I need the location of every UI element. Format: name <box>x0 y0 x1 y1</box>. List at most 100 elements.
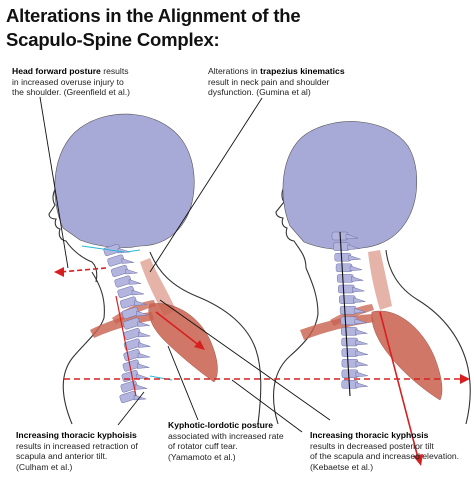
spinous-process <box>135 373 149 380</box>
left-cyan-line-1 <box>81 245 125 253</box>
spinous-process <box>117 247 131 254</box>
vertebra <box>339 305 357 315</box>
caption-trapezius: Alterations in trapezius kinematics resu… <box>208 66 408 98</box>
right-shoulder-arrow <box>379 311 423 466</box>
caption-kyphosis-right-line2: results in decreased posterior tilt <box>310 440 434 451</box>
spinous-process <box>355 339 368 346</box>
caption-kyphosis-right-line4: (Kebaetse et al.) <box>310 461 374 472</box>
vertebra <box>111 264 129 278</box>
spinous-process <box>353 297 366 303</box>
spinous-process <box>354 318 367 325</box>
title-line-1: Alterations in the Alignment of the <box>6 5 301 26</box>
left-trapezius <box>140 258 176 316</box>
vertebra <box>340 316 358 326</box>
figure-title: Alterations in the Alignment of the Scap… <box>6 4 446 52</box>
caption-trapezius-line3: dysfunction. (Gumina et al) <box>208 87 311 98</box>
spinous-process <box>349 265 363 272</box>
caption-kyphosis-left-line2: results in increased retraction of <box>16 440 138 451</box>
spinous-process <box>138 331 151 338</box>
left-figure <box>48 113 262 425</box>
caption-kyphotic-lordotic-line2: associated with increased rate <box>168 430 284 441</box>
spinous-process <box>125 268 138 275</box>
spinous-process <box>355 350 368 356</box>
vertebra <box>119 296 138 309</box>
caption-kyphosis-left-line4: (Culham et al.) <box>16 461 73 472</box>
spinous-process <box>348 254 361 261</box>
right-plumb-line <box>339 231 351 397</box>
caption-kyphosis-left-bold: Increasing thoracic kyphoisis <box>16 430 137 440</box>
right-skull <box>282 121 418 250</box>
spinous-process <box>137 352 151 359</box>
left-cyan-line-2 <box>125 249 141 253</box>
caption-kyphosis-right-bold: Increasing thoracic kyphosis <box>310 430 429 440</box>
vertebra <box>121 306 139 320</box>
caption-kyphosis-left-line3: scapula and anterior tilt. <box>16 451 108 462</box>
leader-kyphosis-left <box>117 391 145 426</box>
vertebra <box>334 252 352 262</box>
caption-kyphosis-right-line3: of the scapula and increased elevation. <box>310 451 460 462</box>
left-shoulder-arrow <box>155 311 205 350</box>
vertebra <box>341 327 358 336</box>
spinous-process <box>355 371 368 378</box>
caption-kyphosis-right: Increasing thoracic kyphosis results in … <box>310 430 472 472</box>
right-spine <box>331 231 368 389</box>
caption-head-forward: Head forward posture results in increase… <box>12 66 182 98</box>
vertebra <box>117 285 135 299</box>
vertebra <box>335 263 353 273</box>
spinous-process <box>138 342 151 348</box>
spinous-process <box>355 329 368 335</box>
caption-head-forward-rest: results <box>100 66 129 76</box>
vertebra <box>123 317 141 330</box>
spinous-process <box>128 279 142 285</box>
left-face-profile <box>48 184 98 283</box>
spinous-process <box>121 258 134 264</box>
caption-kyphosis-left: Increasing thoracic kyphoisis results in… <box>16 430 166 472</box>
caption-kyphotic-lordotic-line3: of rotator cuff tear. <box>168 441 238 452</box>
spinous-process <box>345 233 359 240</box>
spinous-process <box>347 244 360 250</box>
left-spine <box>103 243 151 404</box>
leader-lines <box>39 96 331 433</box>
spinous-process <box>351 276 364 282</box>
leader-head-forward <box>39 96 69 269</box>
left-body-outline <box>62 251 262 425</box>
caption-trapezius-bold: trapezius kinematics <box>260 66 345 76</box>
vertebra <box>341 369 359 379</box>
spinous-process <box>134 384 148 390</box>
spinous-process <box>353 307 367 314</box>
caption-head-forward-line2: in increased overuse injury to <box>12 76 124 87</box>
spinous-process <box>352 286 365 293</box>
vertebra <box>341 348 359 357</box>
vertebra <box>122 359 140 372</box>
spinous-process <box>134 300 147 306</box>
spinous-process <box>355 360 368 367</box>
left-head-arrow <box>54 267 107 277</box>
left-spine-line <box>115 295 137 397</box>
vertebra <box>123 338 141 351</box>
spinous-process <box>136 363 150 369</box>
spinous-process <box>137 321 150 327</box>
caption-kyphotic-lordotic-bold: Kyphotic-lordotic posture <box>168 420 274 430</box>
spinous-process <box>131 289 145 296</box>
vertebra <box>341 337 358 347</box>
leader-kyphosis-right-a <box>159 299 331 421</box>
vertebra <box>339 295 356 304</box>
title-line-2: Scapulo-Spine Complex: <box>6 29 220 50</box>
left-skull <box>54 113 195 248</box>
vertebra <box>114 275 132 288</box>
leader-kyphosis-right-b <box>231 379 303 433</box>
vertebra <box>338 284 355 294</box>
caption-trapezius-pre: Alterations in <box>208 66 261 76</box>
right-figure <box>273 121 471 466</box>
left-scapula-muscle <box>148 303 218 383</box>
caption-head-forward-line3: the shoulder. (Greenfield et al.) <box>12 87 130 98</box>
horizontal-dashed-arrow <box>64 374 470 384</box>
vertebra <box>341 358 359 368</box>
caption-kyphotic-lordotic-line4: (Yamamoto et al.) <box>168 451 236 462</box>
vertebra <box>337 274 354 283</box>
spinous-process <box>136 310 149 317</box>
caption-trapezius-line2: result in neck pain and shoulder <box>208 76 330 87</box>
leader-kyphotic-lordotic <box>167 345 199 421</box>
